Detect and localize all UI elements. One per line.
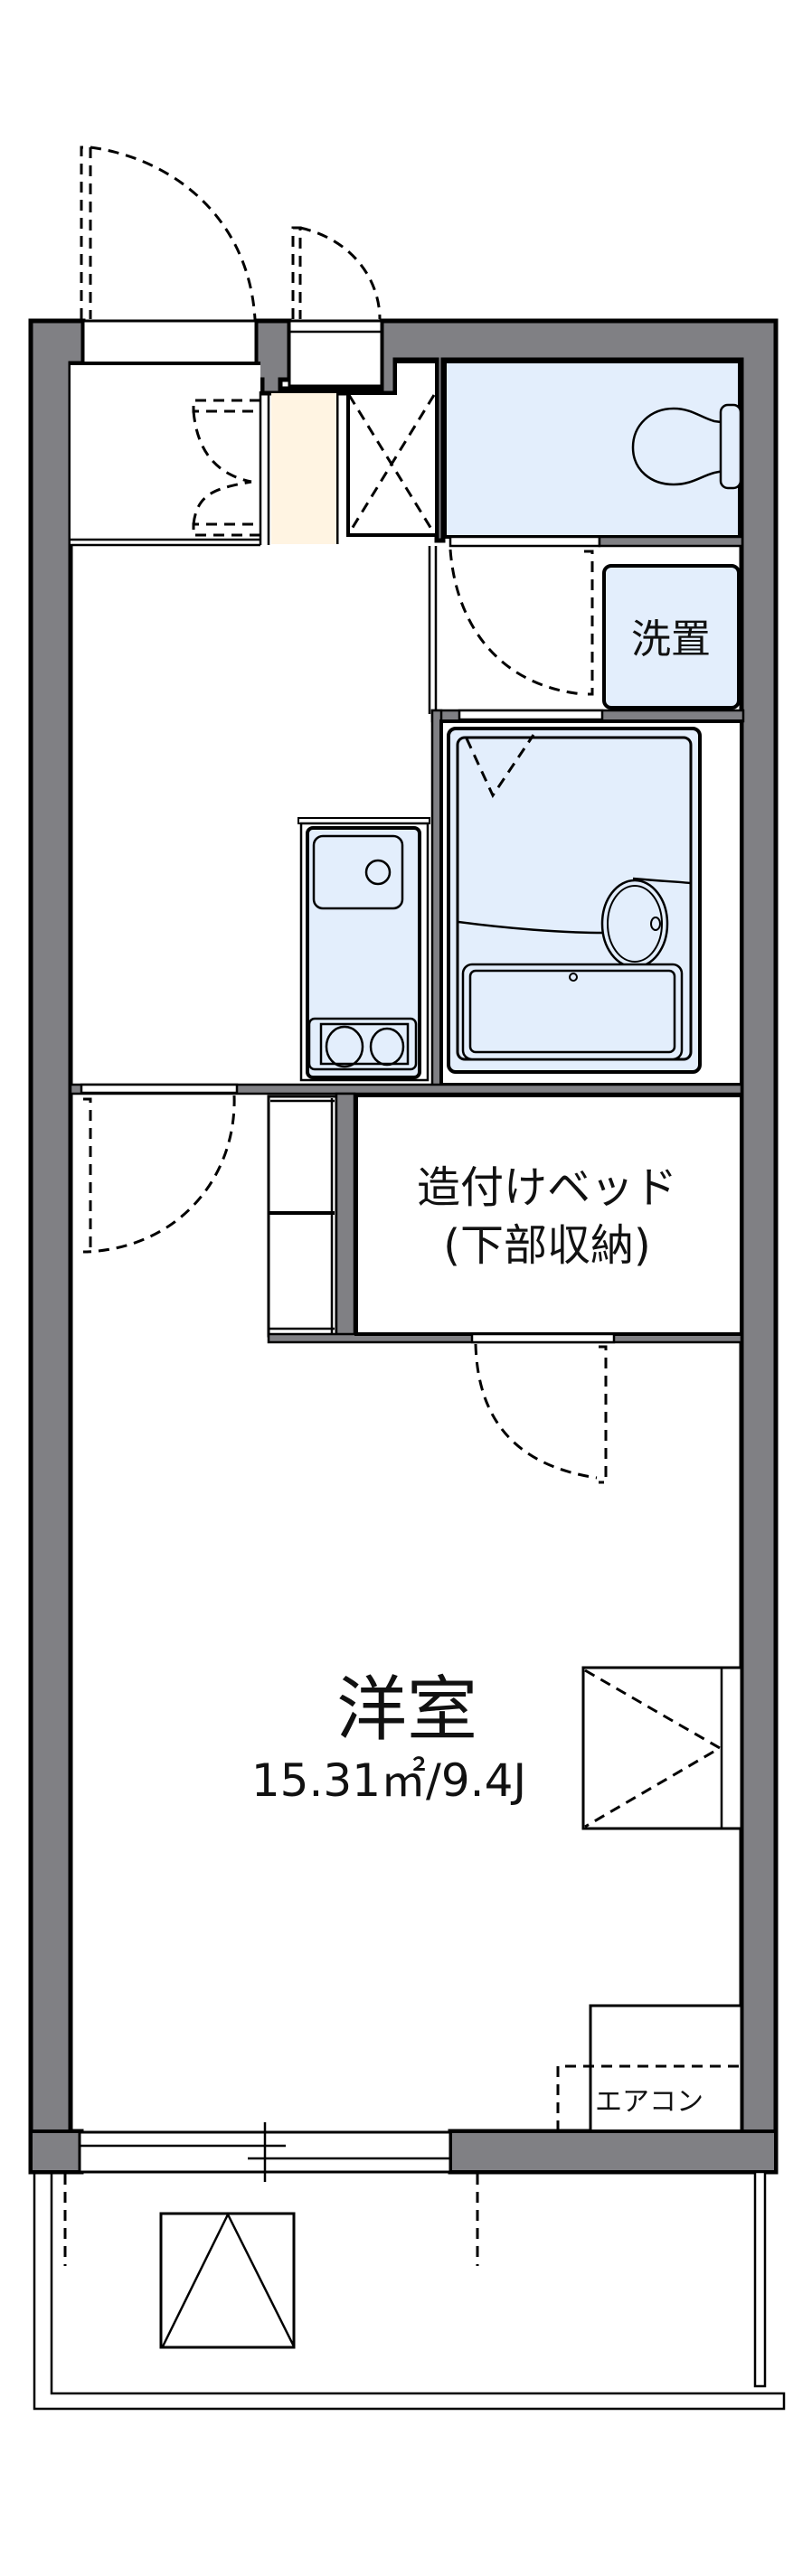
washbasin-icon (600, 879, 669, 969)
balcony (33, 2170, 786, 2411)
washer-space-label: 洗置 (631, 616, 711, 663)
air-conditioner: エアコン (556, 2004, 743, 2134)
balcony-window (78, 2122, 452, 2182)
evacuation-hatch (159, 2212, 296, 2349)
bed-label-line2: (下部収納) (443, 1220, 650, 1271)
bed-label-line1: 造付けベッド (417, 1162, 677, 1213)
aircon-label: エアコン (595, 2086, 703, 2118)
bathtub-icon (461, 963, 684, 1061)
wardrobe (581, 1666, 743, 1830)
washer-space: 洗置 (602, 564, 741, 710)
toilet-icon (631, 407, 730, 486)
sink-icon (312, 834, 404, 910)
toilet-door (448, 535, 744, 696)
room-name: 洋室 (336, 1669, 477, 1751)
meter-box (288, 319, 383, 388)
hall-partition (428, 546, 438, 714)
bathroom (439, 719, 743, 1086)
entry-hall (71, 362, 270, 547)
bed-storage-door (470, 1332, 616, 1484)
western-room: 洋室 15.31㎡/9.4J (251, 1669, 526, 1807)
built-in-bed: 造付けベッド (下部収納) (354, 1094, 743, 1336)
room-area: 15.31㎡/9.4J (251, 1754, 526, 1807)
bottom-wall (29, 2129, 778, 2174)
shoe-cabinet-door-swing (192, 399, 260, 537)
pipe-space (346, 360, 439, 537)
closet-bed-wall (335, 1092, 356, 1341)
closet (267, 1095, 338, 1338)
meter-box-door-swing (291, 226, 382, 320)
entrance-threshold (81, 319, 258, 365)
toilet-room (443, 360, 742, 539)
shoe-cabinet (271, 393, 336, 544)
entrance-door-swing (80, 146, 257, 320)
kitchen-unit (297, 817, 430, 1082)
